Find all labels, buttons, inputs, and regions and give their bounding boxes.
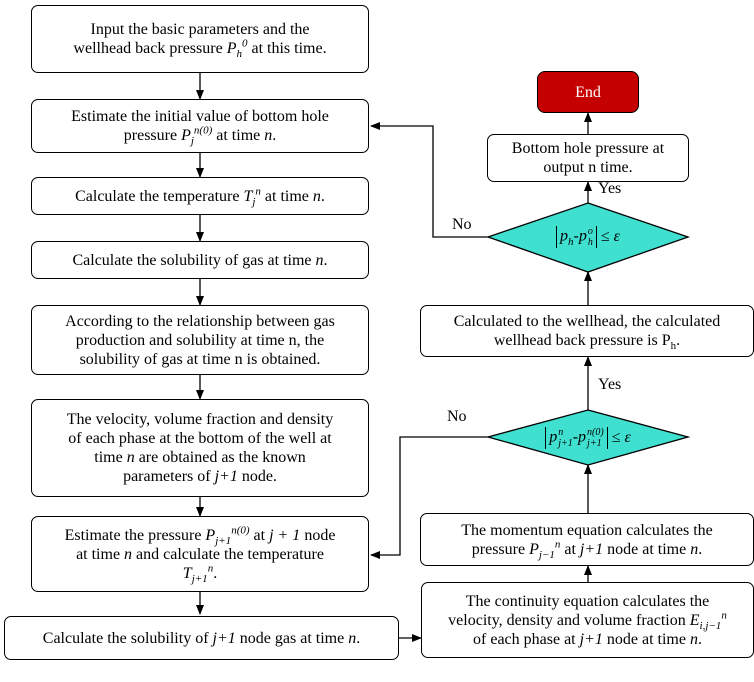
arrow-no-d1-b2 xyxy=(370,122,488,238)
b1-line1: Input the basic parameters and the xyxy=(90,21,310,38)
box-solubility-relationship: According to the relationship between ga… xyxy=(31,305,369,375)
label-yes-top: Yes xyxy=(598,180,622,197)
box-wellhead-back-pressure: Calculated to the wellhead, the calculat… xyxy=(420,305,754,357)
end-label: End xyxy=(575,83,601,101)
box-estimate-node-pressure: Estimate the pressure Pj+1n(0) at j + 1 … xyxy=(31,516,369,592)
arrow-no-d2-b7 xyxy=(370,436,488,559)
decision-diamond-node xyxy=(485,409,691,466)
box-calculate-gas-solubility: Calculate the solubility of gas at time … xyxy=(31,241,369,279)
box-estimate-bottom-hole-pressure: Estimate the initial value of bottom hol… xyxy=(31,99,369,153)
box-bottom-hole-output: Bottom hole pressure at output n time. xyxy=(487,134,689,182)
box-calculate-temperature: Calculate the temperature Tjn at time n. xyxy=(31,177,369,215)
box-momentum-equation: The momentum equation calculates the pre… xyxy=(420,513,754,566)
box-continuity-equation: The continuity equation calculates the v… xyxy=(421,582,754,658)
box-input-parameters: Input the basic parameters and the wellh… xyxy=(31,5,369,73)
label-no-top: No xyxy=(452,216,472,233)
decision-diamond-wellhead xyxy=(486,202,690,273)
label-yes-mid: Yes xyxy=(598,376,622,393)
box-end: End xyxy=(537,71,639,113)
box-phase-parameters: The velocity, volume fraction and densit… xyxy=(31,399,369,497)
label-no-mid: No xyxy=(447,408,467,425)
box-node-gas-solubility: Calculate the solubility of j+1 node gas… xyxy=(4,616,399,660)
